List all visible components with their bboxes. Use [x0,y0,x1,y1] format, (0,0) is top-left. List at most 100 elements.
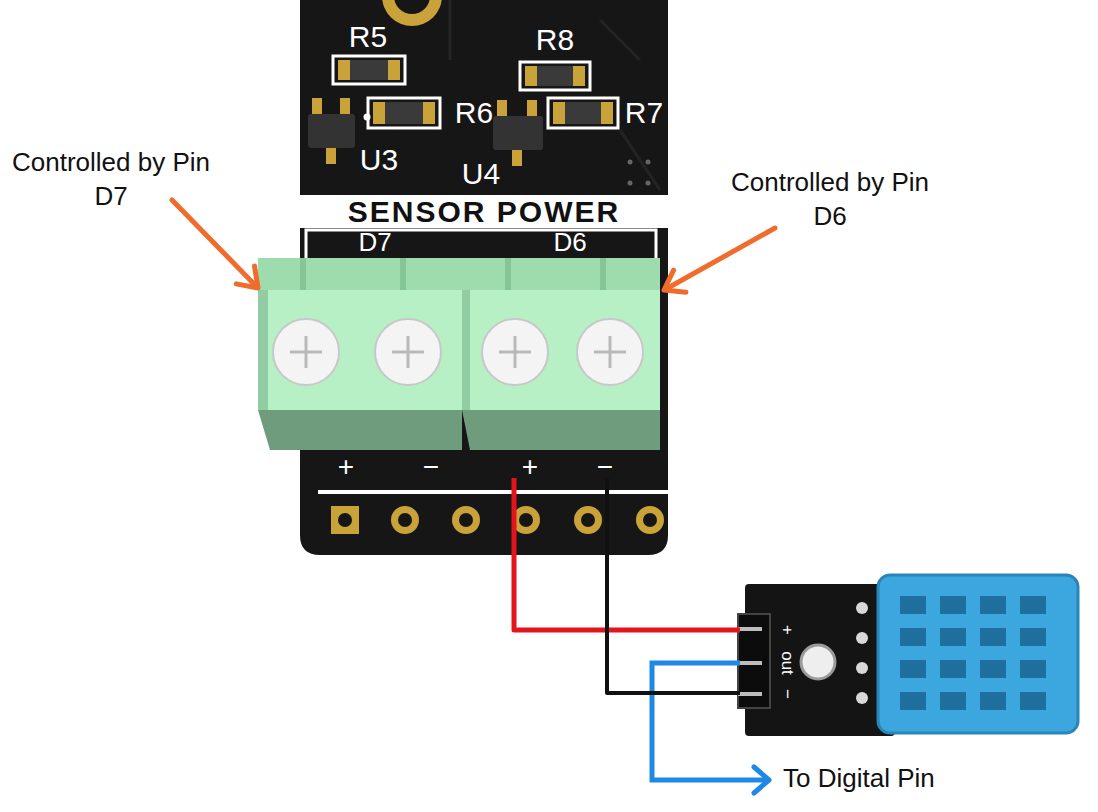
part-name: R7 [625,96,663,131]
resistor-symbol [573,66,585,86]
label-band [300,195,668,262]
terminal-block [462,290,660,410]
resistor-symbol [338,60,350,80]
transistor-symbol [308,114,355,148]
terminal-block: D7 [258,226,462,478]
resistor-symbol [388,60,400,80]
pin-name: D7 [358,228,391,258]
header-pads [338,513,352,527]
sensor-module [856,632,868,644]
sensor-module [738,692,762,696]
sensor-module [738,614,770,708]
sensor-module [738,627,762,631]
pin-label: out [777,651,797,675]
sensor-module [980,660,1006,678]
header-pads [643,513,657,527]
resistor-symbol [520,62,590,90]
sensor-module [940,596,966,614]
sensor-module [980,692,1006,710]
resistor-symbol [368,98,440,128]
section-label: SENSOR POWER [348,195,620,230]
callout-arrow [236,266,258,288]
pin-label: + [777,625,797,635]
callout-arrow [664,270,686,292]
header-pads [581,513,595,527]
polarity-mark: − [423,451,439,483]
terminal-block [258,258,462,292]
header-pads [459,513,473,527]
transistor-symbol [364,114,371,121]
resistor-symbol [423,102,435,124]
sensor-module [1020,596,1046,614]
header-pads [398,513,412,527]
transistor-symbol [493,116,543,150]
pcb-board [646,181,651,186]
sensor-module [940,692,966,710]
polarity-mark: + [338,451,354,483]
transistor-symbol [497,100,507,116]
callout-text: Controlled by Pin D7 [10,146,212,214]
header-pads [331,506,359,534]
polarity-mark: − [597,451,613,483]
sensor-module [738,575,1078,736]
header-pads [519,513,533,527]
sensor-module [856,602,868,614]
wire [514,478,740,630]
callout-text: Controlled by Pin D6 [730,166,930,234]
resistor-symbol [537,66,573,86]
transistor-symbol [326,148,336,164]
sensor-module [900,596,926,614]
pcb-board [620,130,660,190]
pin-name: D6 [553,228,586,258]
sensor-module [900,692,926,710]
header-pads [318,490,668,494]
signal-wire [652,663,769,793]
header-pads [452,506,480,534]
pcb-board [628,160,633,165]
pcb-board [600,20,640,60]
header-pads [574,506,602,534]
sensor-module [1020,628,1046,646]
sensor-module [980,628,1006,646]
sensor-module [940,660,966,678]
callout-arrow [172,200,256,286]
transistor-symbol [512,150,522,166]
terminal-block [290,336,424,368]
terminal-block [400,258,406,292]
part-name: U3 [360,143,398,178]
part-name: R8 [536,23,574,58]
pcb-board [382,0,442,26]
terminal-block [505,258,511,292]
polarity-mark: + [522,451,538,483]
pcb-board [394,0,430,14]
sensor-module [738,661,762,665]
transistor-symbol [340,98,350,114]
sensor-module [878,575,1078,733]
transistor-symbol [527,100,537,116]
part-name: R6 [455,96,493,131]
sensor-module [940,628,966,646]
resistor-symbol [548,98,618,128]
resistor-symbol [333,56,405,84]
wire [607,478,740,693]
terminal-block [258,290,268,410]
transistor-symbol [308,98,543,166]
sensor-module [1020,660,1046,678]
resistor-symbol [601,102,613,124]
header-pads [391,506,419,534]
sensor-module: +out− [740,576,1080,738]
terminal-block: D6 [462,226,660,478]
resistor-symbol [565,102,601,124]
terminal-block [499,336,626,368]
resistor-symbol [385,102,423,124]
terminal-block [462,290,470,410]
resistor-symbol [373,102,385,124]
sensor-module [900,660,926,678]
sensor-module [856,662,868,674]
terminal-block [258,410,462,450]
sensor-module [900,628,926,646]
